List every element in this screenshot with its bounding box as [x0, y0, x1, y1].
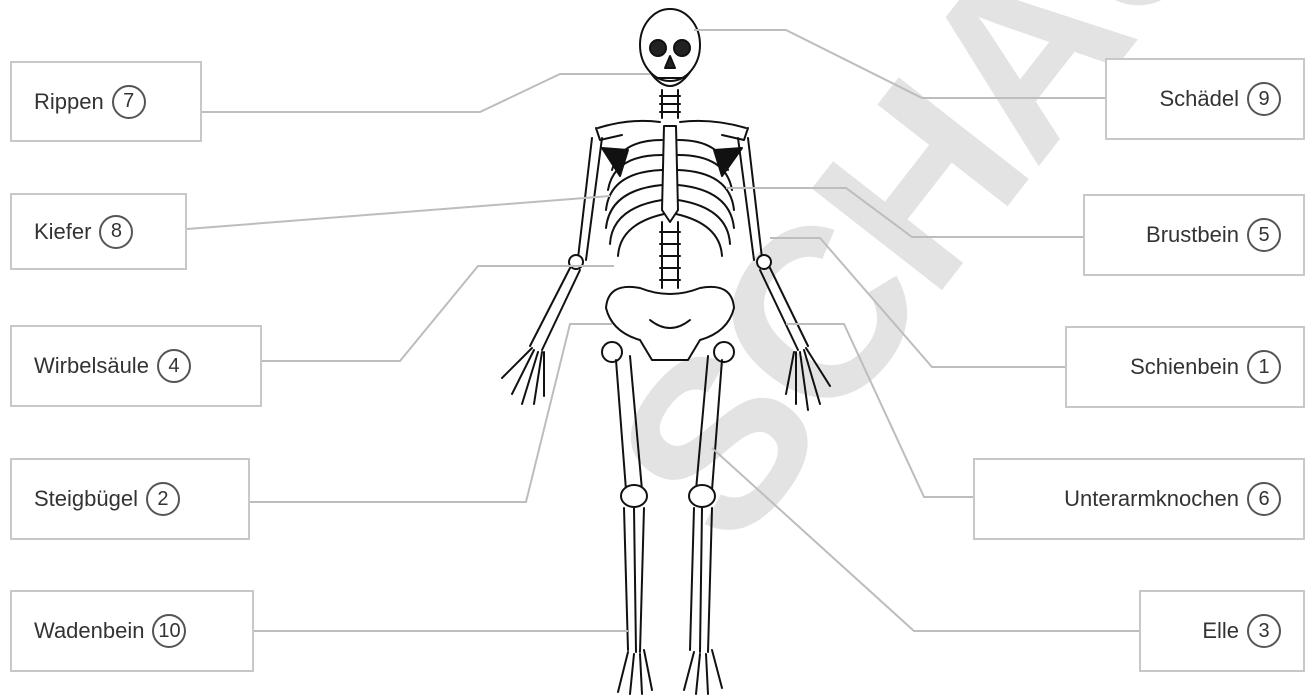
- label-box-kiefer: Kiefer 8: [10, 193, 187, 270]
- label-box-schienbein: Schienbein 1: [1065, 326, 1305, 408]
- number-badge: 3: [1247, 614, 1281, 648]
- number-badge: 8: [99, 215, 133, 249]
- label-text: Schädel: [1159, 86, 1239, 112]
- label-text: Wirbelsäule: [34, 353, 149, 379]
- label-text: Kiefer: [34, 219, 91, 245]
- label-box-steigbuegel: Steigbügel 2: [10, 458, 250, 540]
- label-box-elle: Elle 3: [1139, 590, 1305, 672]
- number-badge: 2: [146, 482, 180, 516]
- label-text: Brustbein: [1146, 222, 1239, 248]
- label-box-wadenbein: Wadenbein 10: [10, 590, 254, 672]
- number-badge: 6: [1247, 482, 1281, 516]
- number-badge: 1: [1247, 350, 1281, 384]
- number-badge: 5: [1247, 218, 1281, 252]
- number-badge: 7: [112, 85, 146, 119]
- label-box-unterarmknochen: Unterarmknochen 6: [973, 458, 1305, 540]
- label-box-schaedel: Schädel 9: [1105, 58, 1305, 140]
- label-box-wirbelsaeule: Wirbelsäule 4: [10, 325, 262, 407]
- label-text: Elle: [1202, 618, 1239, 644]
- label-text: Unterarmknochen: [1064, 486, 1239, 512]
- label-text: Rippen: [34, 89, 104, 115]
- label-text: Schienbein: [1130, 354, 1239, 380]
- label-text: Wadenbein: [34, 618, 144, 644]
- label-box-rippen: Rippen 7: [10, 61, 202, 142]
- number-badge: 9: [1247, 82, 1281, 116]
- number-badge: 10: [152, 614, 186, 648]
- number-badge: 4: [157, 349, 191, 383]
- label-text: Steigbügel: [34, 486, 138, 512]
- label-box-brustbein: Brustbein 5: [1083, 194, 1305, 276]
